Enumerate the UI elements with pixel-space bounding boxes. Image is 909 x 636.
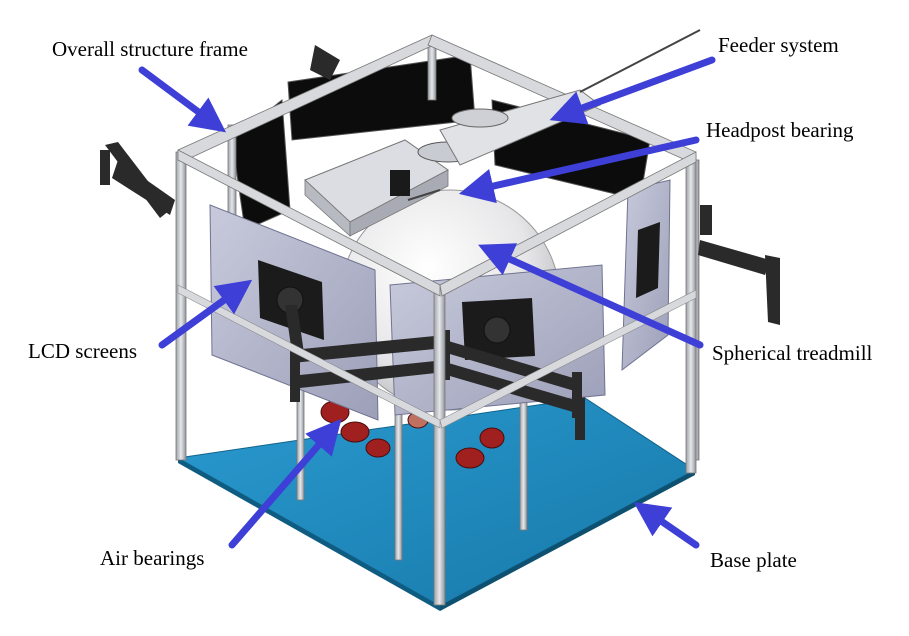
label-lcd-screens: LCD screens: [28, 339, 138, 363]
arrow-lcd-screens: [158, 279, 253, 349]
arrow-spherical-treadmill: [478, 243, 704, 349]
label-feeder-system: Feeder system: [718, 33, 839, 57]
arrow-feeder-system: [549, 56, 716, 125]
arrow-overall-structure-frame: [138, 66, 227, 133]
label-air-bearings: Air bearings: [100, 546, 205, 570]
label-headpost-bearing: Headpost bearing: [706, 118, 854, 142]
frame-mid-rails: [177, 284, 697, 429]
arrow-air-bearings: [228, 418, 342, 549]
frame-top-rails: [177, 34, 697, 297]
air-bearings-group: [320, 400, 505, 469]
label-overall-structure-frame: Overall structure frame: [52, 37, 248, 61]
arrow-headpost-bearing: [458, 136, 700, 204]
arrow-base-plate: [633, 502, 700, 549]
annotation-arrows: [138, 56, 716, 549]
lcd-screen-right: [621, 179, 671, 372]
label-spherical-treadmill: Spherical treadmill: [712, 341, 873, 365]
label-base-plate: Base plate: [710, 548, 797, 572]
